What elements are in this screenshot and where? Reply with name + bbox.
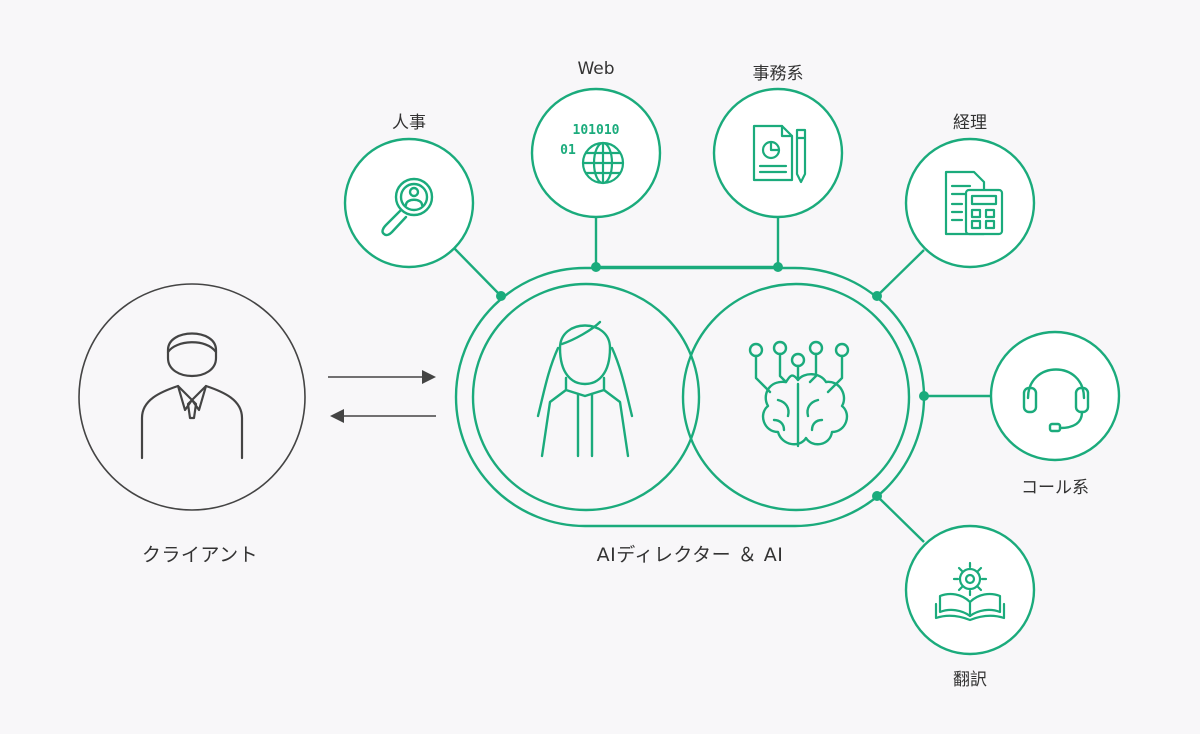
calculator-document-icon [944, 170, 1004, 236]
center-node [454, 266, 926, 528]
search-person-icon [381, 177, 434, 237]
department-label-office: 事務系 [752, 64, 804, 84]
binary-globe-icon: 101010 01 [560, 123, 625, 185]
client-label: クライアント [141, 544, 259, 566]
department-node-web: 101010 01 [530, 87, 662, 219]
client-node [78, 283, 306, 511]
arrow-right-icon [328, 370, 436, 384]
department-label-translation: 翻訳 [953, 670, 987, 690]
department-label-call: コール系 [1021, 478, 1089, 498]
arrow-left-icon [330, 409, 436, 423]
department-label-web: Web [577, 59, 615, 79]
department-node-call [989, 330, 1121, 462]
businessman-icon [140, 332, 244, 460]
director-woman-icon [536, 320, 634, 458]
headset-icon [1022, 368, 1090, 433]
department-node-office [712, 87, 844, 219]
department-node-hr [343, 137, 475, 269]
department-node-translation [904, 524, 1036, 656]
connectors [453, 216, 990, 543]
binary-digits-top: 101010 [573, 123, 620, 138]
ai-brain-circuit-icon [748, 340, 850, 448]
book-gear-icon [934, 561, 1006, 622]
department-label-hr: 人事 [392, 113, 426, 133]
connector-dots [496, 262, 929, 501]
binary-digits-bottom: 01 [560, 143, 576, 158]
center-label: AIディレクター ＆ AI [596, 544, 784, 566]
document-pen-icon [752, 124, 807, 184]
department-label-accounting: 経理 [953, 113, 987, 133]
department-node-accounting [904, 137, 1036, 269]
